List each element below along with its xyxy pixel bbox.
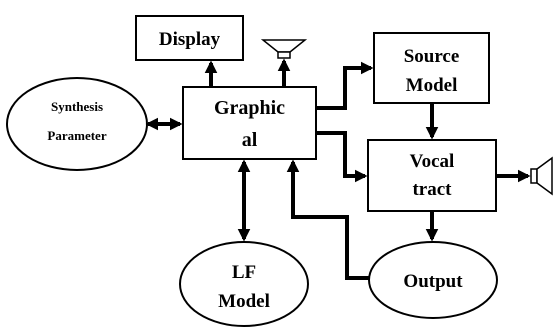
- arrow-graphical-vocal: [316, 131, 368, 183]
- synthesis-label-line2: Parameter: [47, 128, 106, 143]
- graphical-label-line1: Graphic: [214, 97, 285, 119]
- graphical-node: Graphic al: [182, 86, 317, 160]
- lf-label-line2: Model: [218, 291, 270, 312]
- source-label-line1: Source: [404, 46, 460, 67]
- vocal-tract-node: Vocal tract: [367, 139, 497, 212]
- arrow-graphical-source: [316, 61, 374, 110]
- vocal-label-line2: tract: [412, 179, 452, 200]
- vocal-label-line1: Vocal: [410, 151, 455, 172]
- speaker-top-icon: [260, 39, 308, 59]
- graphical-label-line2: al: [242, 129, 258, 151]
- speaker-right-icon: [530, 156, 553, 196]
- display-label: Display: [159, 29, 221, 50]
- source-model-node: Source Model: [373, 32, 490, 104]
- lf-label-line1: LF: [232, 262, 256, 283]
- lf-model-node: LF Model: [179, 241, 309, 327]
- connectors: [145, 58, 531, 280]
- synthesis-label-line1: Synthesis: [51, 99, 103, 114]
- synthesis-parameter-node: Synthesis Parameter: [6, 77, 148, 171]
- output-node: Output: [368, 241, 498, 319]
- source-label-line2: Model: [406, 75, 458, 96]
- arrow-output-graphical: [286, 159, 369, 280]
- display-node: Display: [135, 15, 244, 61]
- output-label: Output: [403, 271, 463, 292]
